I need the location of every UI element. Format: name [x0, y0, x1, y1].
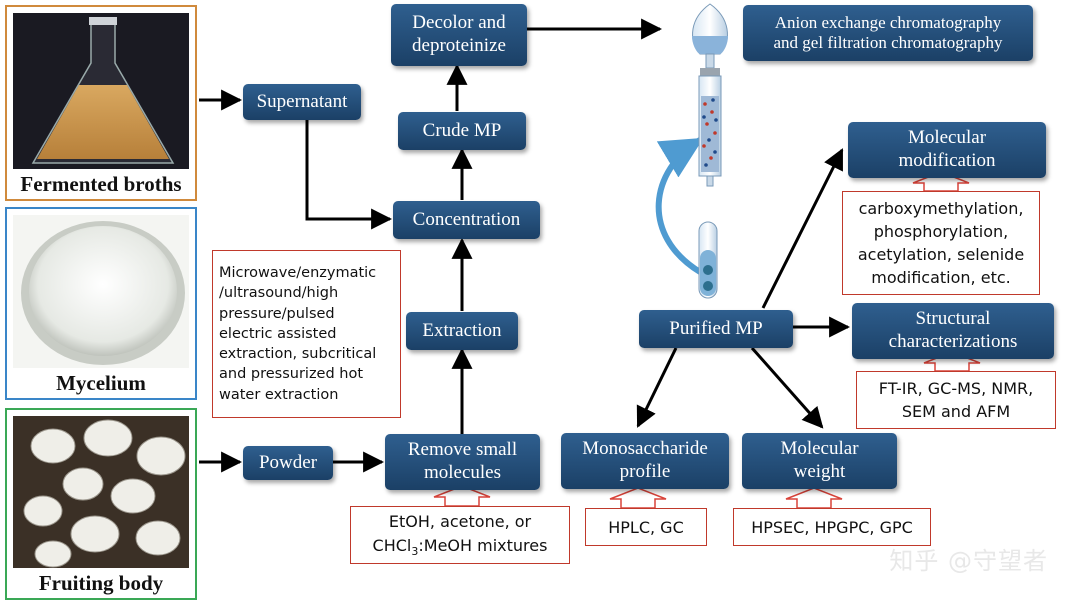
concentration-box: Concentration: [393, 201, 540, 239]
powder-box: Powder: [243, 446, 333, 480]
mushroom-illustration: [13, 416, 189, 568]
curved-arrow-tube-to-column: [655, 137, 704, 275]
supernatant-box: Supernatant: [243, 84, 361, 120]
mycelium-panel: Mycelium: [5, 207, 197, 400]
fruiting-body-label: Fruiting body: [38, 571, 164, 595]
flask-image: [13, 13, 189, 169]
structural-methods-note: FT-IR, GC-MS, NMR, SEM and AFM: [856, 371, 1056, 429]
anion-exchange-box: Anion exchange chromatography and gel fi…: [743, 5, 1033, 61]
solvents-line-2: CHCl3:MeOH mixtures: [373, 534, 548, 560]
fermented-broths-label: Fermented broths: [20, 172, 182, 196]
mycelium-image: [13, 215, 189, 368]
structural-characterizations-box: Structural characterizations: [852, 303, 1054, 359]
meoh-text: :MeOH mixtures: [418, 535, 548, 555]
flask-illustration: [13, 13, 189, 169]
petri-dish-illustration: [13, 215, 189, 368]
chcl-text: CHCl: [372, 535, 412, 555]
arrow-purified-to-weight: [750, 347, 824, 429]
watermark-text: 知乎 @守望者: [889, 547, 1048, 575]
decolor-deproteinize-box: Decolor and deproteinize: [391, 4, 527, 66]
molecular-modification-box: Molecular modification: [848, 122, 1046, 178]
extraction-box: Extraction: [406, 312, 518, 350]
crude-mp-box: Crude MP: [398, 112, 526, 150]
remove-small-molecules-box: Remove small molecules: [385, 434, 540, 490]
note-arrow-hplc: [609, 487, 667, 509]
purified-mp-box: Purified MP: [639, 310, 793, 348]
chcl-subscript: 3: [411, 544, 419, 558]
solvents-line-1: EtOH, acetone, or: [388, 512, 532, 532]
hpsec-hpgpc-gpc-note: HPSEC, HPGPC, GPC: [733, 508, 931, 546]
note-arrow-hpsec: [785, 487, 843, 509]
extraction-methods-note: Microwave/enzymatic /ultrasound/high pre…: [212, 250, 401, 418]
hplc-gc-note: HPLC, GC: [585, 508, 707, 546]
solvents-note: EtOH, acetone, or CHCl3:MeOH mixtures: [350, 506, 570, 564]
monosaccharide-profile-box: Monosaccharide profile: [561, 433, 729, 489]
modifications-note: carboxymethylation, phosphorylation, ace…: [842, 191, 1040, 295]
arrow-purified-to-mono: [636, 347, 678, 428]
fruiting-body-panel: Fruiting body: [5, 408, 197, 600]
note-arrow-solvents: [433, 485, 491, 507]
fermented-broths-panel: Fermented broths: [5, 5, 197, 201]
arrow-supernatant-to-concentration: [305, 118, 393, 230]
mycelium-label: Mycelium: [56, 371, 146, 395]
arrow-purified-to-molecular-mod: [761, 148, 844, 309]
fruiting-body-image: [13, 416, 189, 568]
molecular-weight-box: Molecular weight: [742, 433, 897, 489]
